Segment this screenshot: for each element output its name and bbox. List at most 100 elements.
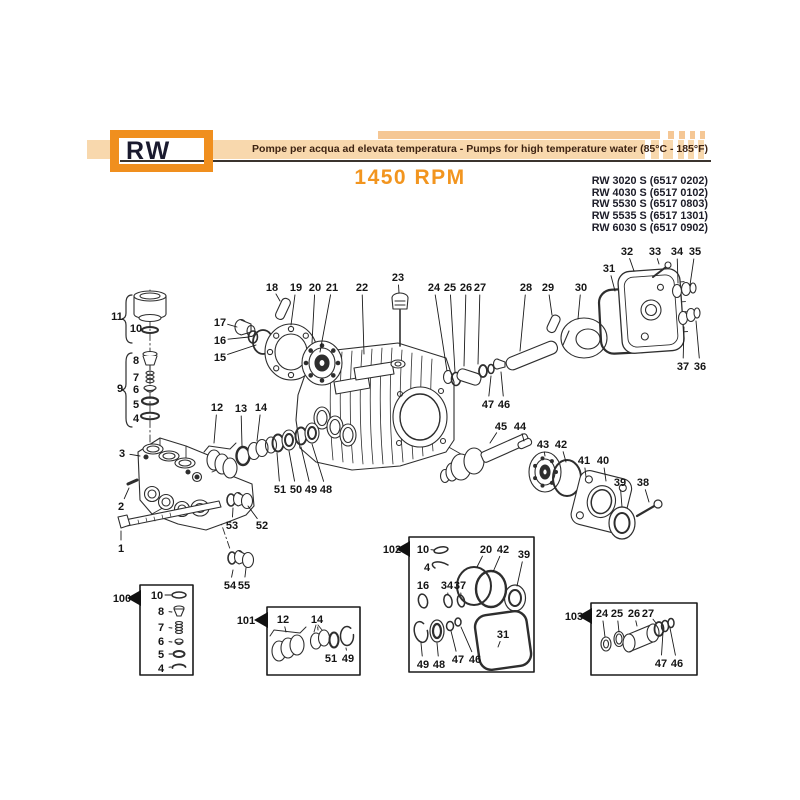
callout-leader	[676, 258, 679, 284]
callout-26: 26	[460, 282, 472, 294]
callout-14: 14	[311, 614, 324, 626]
callout-leader	[603, 467, 607, 482]
callout-leader	[244, 567, 247, 578]
seal-kit-inset-drawing	[413, 546, 533, 671]
callout-34: 34	[671, 246, 684, 258]
callout-27: 27	[642, 608, 654, 620]
callout-42: 42	[497, 544, 509, 556]
callout-20: 20	[309, 282, 321, 294]
callout-leader	[602, 620, 606, 638]
callout-27: 27	[474, 282, 486, 294]
series-logo-text: RW	[126, 136, 172, 165]
inset-box-marker	[578, 608, 592, 624]
valve-plug-drawing	[226, 491, 255, 569]
callout-leader	[577, 294, 581, 320]
crankshaft-drawing	[439, 433, 533, 484]
band-top-strip	[668, 131, 674, 139]
callout-leader	[516, 561, 523, 587]
callout-49: 49	[417, 659, 429, 671]
callout-30: 30	[575, 282, 587, 294]
band-top-strip	[700, 131, 705, 139]
callout-12: 12	[211, 402, 223, 414]
callout-4: 4	[158, 663, 165, 675]
callout-7: 7	[133, 372, 139, 384]
rpm-title: 1450 RPM	[354, 166, 466, 189]
callout-leader	[232, 507, 234, 518]
callout-leader	[319, 294, 331, 353]
callout-16: 16	[214, 335, 226, 347]
callout-1: 1	[118, 543, 124, 555]
callout-leader	[519, 294, 526, 352]
callout-leader	[129, 453, 141, 457]
callout-leader	[489, 432, 498, 444]
callout-leader	[227, 344, 257, 355]
inset-box-103	[590, 602, 698, 676]
inset-box-marker	[254, 612, 268, 628]
callout-55: 55	[238, 580, 250, 592]
callout-leader	[256, 414, 261, 442]
callout-12: 12	[277, 614, 289, 626]
callout-leader	[669, 627, 676, 656]
callout-10: 10	[130, 323, 142, 335]
callout-leader	[311, 443, 325, 482]
callout-leader	[500, 371, 504, 397]
callout-leader	[477, 294, 481, 365]
plunger-kit-inset-drawing	[600, 617, 675, 653]
callout-leader	[682, 326, 685, 359]
callout-21: 21	[326, 282, 338, 294]
valve-assembly-drawing	[121, 290, 167, 428]
band-stripe	[678, 140, 684, 159]
callout-43: 43	[537, 439, 549, 451]
band-stripe	[688, 140, 694, 159]
callout-leader	[635, 620, 638, 627]
inset-box-label: 101	[237, 615, 255, 627]
connecting-rod-drawing	[505, 314, 608, 371]
callout-34: 34	[441, 580, 454, 592]
callout-48: 48	[320, 484, 332, 496]
callout-15: 15	[214, 352, 226, 364]
band-top-strip	[378, 131, 660, 139]
callout-24: 24	[596, 608, 609, 620]
callout-6: 6	[133, 384, 139, 396]
callout-4: 4	[424, 562, 431, 574]
callout-47: 47	[655, 658, 667, 670]
callout-leader	[656, 258, 660, 265]
callout-18: 18	[266, 282, 278, 294]
model-list: RW 3020 S (6517 0202) RW 4030 S (6517 01…	[480, 175, 708, 235]
callout-leader	[361, 294, 365, 355]
inset-box-101	[266, 606, 361, 676]
callout-52: 52	[256, 520, 268, 532]
callout-53: 53	[226, 520, 238, 532]
callout-13: 13	[235, 403, 247, 415]
callout-8: 8	[158, 606, 164, 618]
piston-pin-drawing	[442, 358, 506, 387]
callout-5: 5	[133, 399, 139, 411]
callout-leader	[610, 275, 616, 292]
callout-leader	[227, 336, 250, 340]
callout-leader	[620, 489, 623, 508]
callout-19: 19	[290, 282, 302, 294]
callout-leader	[617, 620, 620, 633]
callout-29: 29	[542, 282, 554, 294]
callout-50: 50	[290, 484, 302, 496]
callout-leader	[434, 294, 448, 372]
valve-kit-inset-drawing	[171, 591, 187, 669]
callout-leader	[398, 284, 400, 294]
callout-6: 6	[158, 636, 164, 648]
dipstick-drawing	[391, 292, 409, 347]
callout-25: 25	[444, 282, 456, 294]
callout-leader	[652, 618, 657, 624]
callout-16: 16	[417, 580, 429, 592]
bracket-11	[121, 294, 133, 344]
callout-49: 49	[305, 484, 317, 496]
callout-39: 39	[614, 477, 626, 489]
callout-leader	[247, 505, 258, 520]
callout-leader	[497, 641, 501, 648]
callout-leader	[288, 450, 296, 482]
band-title: Pompe per acqua ad elevata temperatura -…	[252, 143, 708, 155]
callout-48: 48	[433, 659, 445, 671]
model-item: RW 6030 S (6517 0902)	[591, 221, 708, 234]
